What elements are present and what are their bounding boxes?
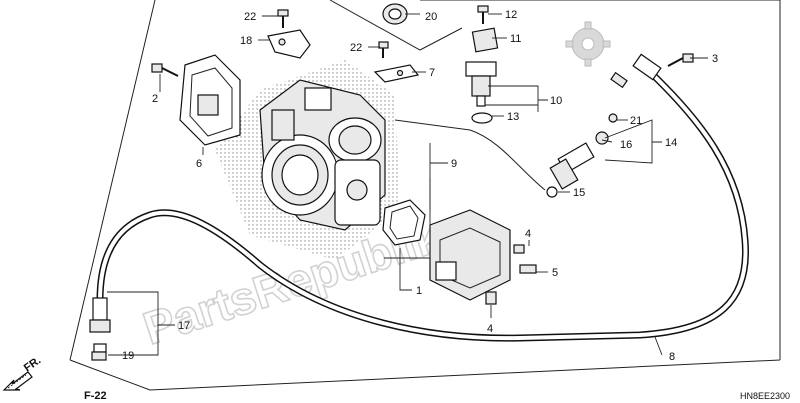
callout-19: 19 [122, 350, 134, 362]
fuel-hose-8 [96, 69, 750, 342]
callout-14: 14 [665, 137, 677, 149]
hose-end-fitting-bottom [89, 297, 111, 353]
front-direction-label: FR. [22, 354, 43, 374]
leader-lines [107, 13, 708, 356]
callout-21: 21 [630, 115, 642, 127]
callout-7: 7 [429, 67, 435, 79]
diagram-frame [69, 0, 781, 391]
callout-11: 11 [510, 33, 521, 45]
bolt-3 [667, 53, 694, 67]
o-ring-13 [471, 112, 493, 124]
callout-18: 18 [240, 35, 252, 47]
callout-13: 13 [507, 111, 519, 123]
page-reference: F-22 [84, 390, 107, 402]
seal-15 [546, 186, 558, 198]
bolt-4b [485, 291, 497, 305]
gear-icon [565, 21, 611, 67]
callout-9: 9 [451, 158, 457, 170]
callout-1: 1 [416, 285, 422, 297]
callout-4a: 4 [525, 228, 531, 240]
screw-12 [477, 5, 489, 24]
screw-22b [378, 41, 389, 58]
callout-20: 20 [425, 11, 437, 23]
bracket-18 [267, 29, 311, 59]
screw-22a [277, 9, 289, 28]
bolt-4a [513, 244, 525, 254]
sensor-unit-1 [429, 209, 511, 301]
diagram-code: HN8EE2300 [740, 391, 790, 401]
plate-7 [373, 64, 420, 83]
callout-8: 8 [669, 351, 675, 363]
hose-end-fitting-top [610, 53, 662, 89]
callout-12: 12 [505, 9, 517, 21]
throttle-body [259, 79, 386, 231]
callout-15: 15 [573, 187, 585, 199]
sensor-20 [382, 3, 408, 25]
air-guide-6 [179, 54, 241, 146]
callout-22b: 22 [350, 42, 362, 54]
callout-2: 2 [152, 93, 158, 105]
callout-3: 3 [712, 53, 718, 65]
callout-4b: 4 [487, 323, 493, 335]
callout-5: 5 [552, 267, 558, 279]
bolt-5 [519, 264, 537, 274]
fuel-line [394, 119, 546, 191]
callout-17: 17 [178, 320, 190, 332]
injector-14 [549, 131, 609, 190]
front-direction-arrow-icon [2, 371, 33, 391]
injector-10 [465, 27, 499, 107]
callout-10: 10 [550, 95, 562, 107]
seal-21 [608, 113, 618, 123]
bolt-2 [151, 63, 179, 77]
gasket [382, 199, 426, 246]
callout-labels: 22 20 12 11 18 22 7 2 10 13 3 21 16 14 6… [122, 9, 718, 363]
callout-6: 6 [196, 158, 202, 170]
callout-22a: 22 [244, 11, 256, 23]
callout-16: 16 [620, 139, 632, 151]
clip-19 [91, 351, 107, 361]
